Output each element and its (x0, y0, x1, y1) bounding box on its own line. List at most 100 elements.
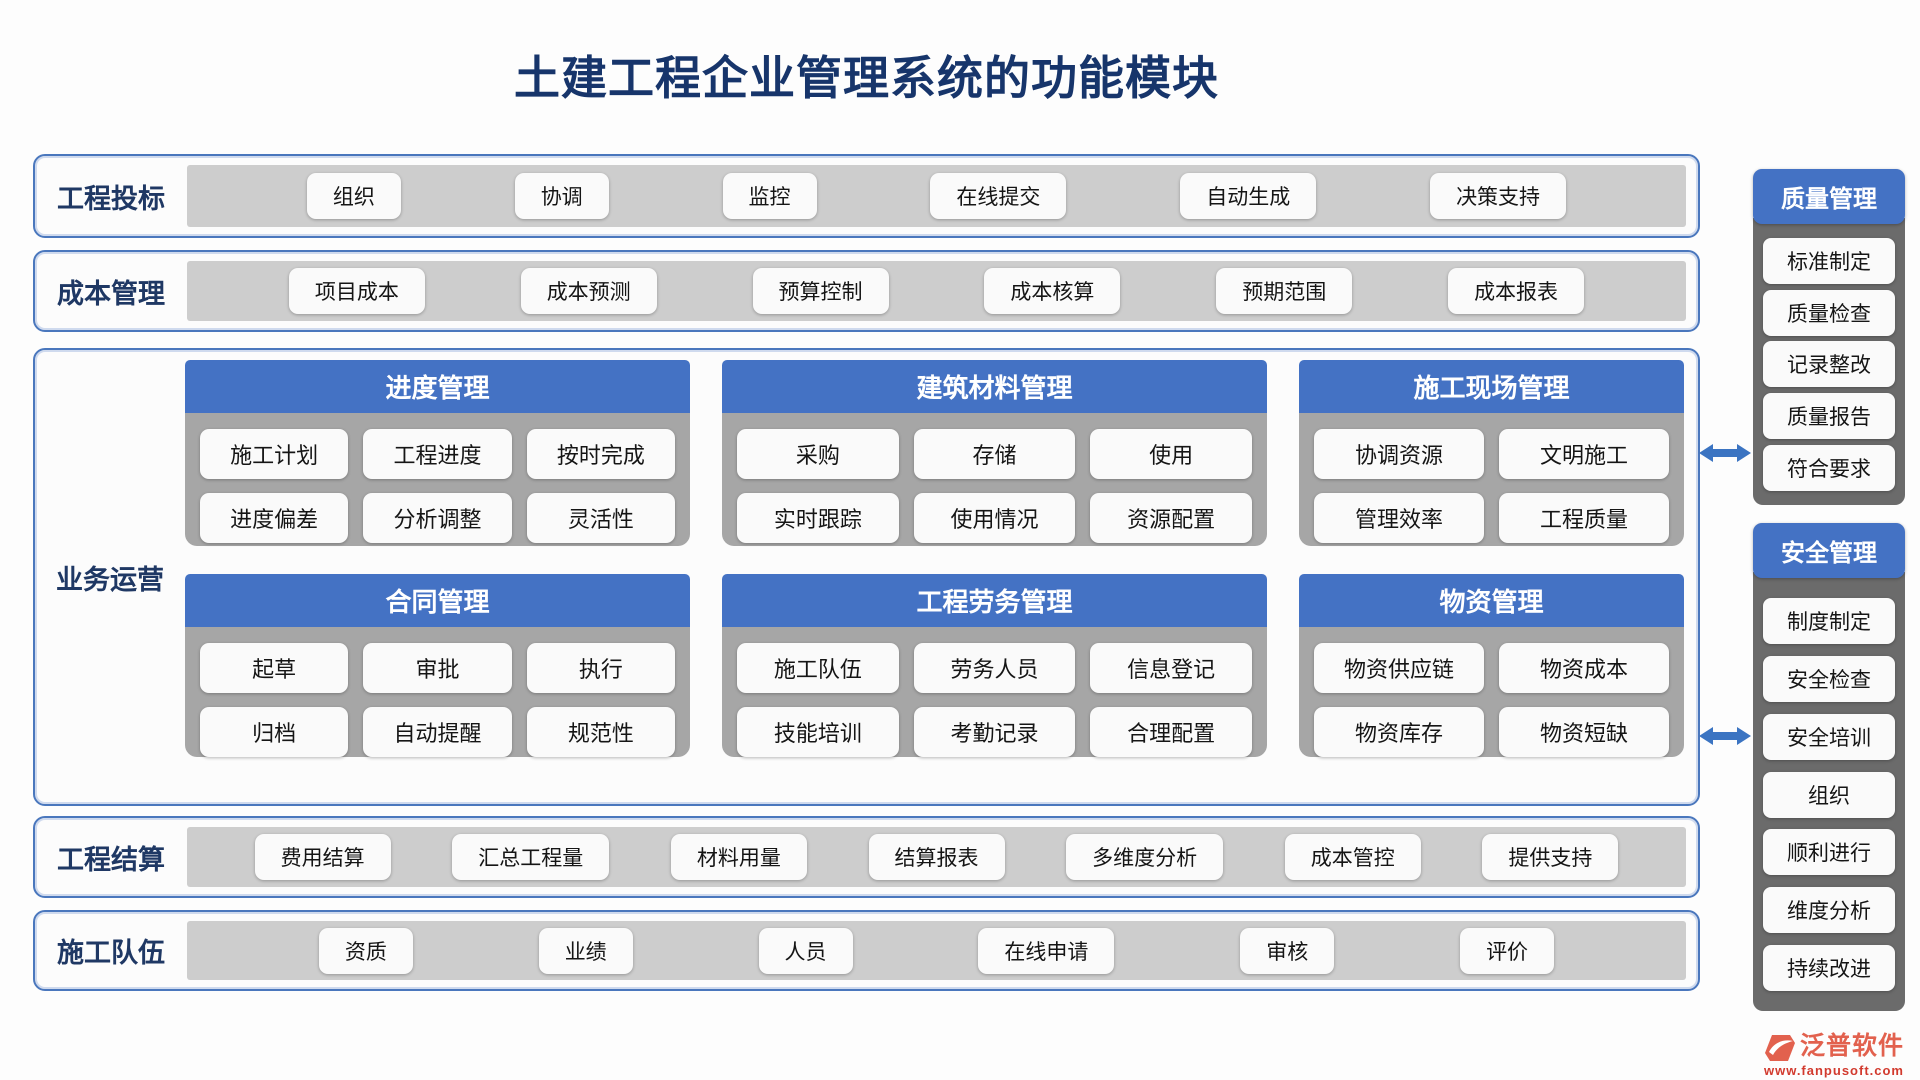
band-construction-team: 施工队伍 资质 业绩 人员 在线申请 审核 评价 (33, 910, 1700, 991)
sub-panel-body: 物资供应链物资成本物资库存物资短缺 (1299, 627, 1684, 757)
module-button: 协调 (514, 173, 609, 219)
module-button: 施工队伍 (737, 643, 899, 693)
module-button: 费用结算 (254, 834, 391, 880)
band-strip: 项目成本 成本预测 预算控制 成本核算 预期范围 成本报表 (187, 261, 1686, 321)
module-button: 资质 (318, 927, 413, 974)
brand-website: www.fanpusoft.com (1763, 1063, 1904, 1078)
module-button: 规范性 (526, 707, 675, 757)
module-button: 成本管控 (1284, 834, 1421, 880)
module-button: 起草 (200, 643, 349, 693)
module-button: 物资短缺 (1499, 707, 1669, 757)
module-button: 成本核算 (984, 268, 1121, 314)
module-button: 持续改进 (1763, 945, 1895, 992)
module-button: 考勤记录 (913, 707, 1076, 757)
module-button: 进度偏差 (200, 493, 349, 543)
module-button: 审批 (363, 643, 512, 693)
module-button: 信息登记 (1090, 643, 1252, 693)
module-button: 决策支持 (1430, 173, 1567, 219)
module-button: 存储 (913, 429, 1076, 479)
module-button: 分析调整 (363, 493, 512, 543)
module-button: 使用情况 (913, 493, 1076, 543)
module-button: 顺利进行 (1763, 829, 1895, 876)
module-button: 汇总工程量 (452, 834, 610, 880)
sidebar-title: 安全管理 (1753, 523, 1905, 578)
business-operations-panel: 业务运营 进度管理施工计划工程进度按时完成进度偏差分析调整灵活性建筑材料管理采购… (33, 348, 1700, 806)
module-button: 监控 (722, 173, 817, 219)
module-button: 人员 (758, 927, 853, 974)
module-button: 质量检查 (1763, 289, 1895, 336)
sidebar-body: 标准制定质量检查记录整改质量报告符合要求 (1753, 218, 1905, 505)
module-button: 工程进度 (363, 429, 512, 479)
module-button: 灵活性 (526, 493, 675, 543)
module-button: 工程质量 (1499, 493, 1669, 543)
sub-panel-body: 协调资源文明施工管理效率工程质量 (1299, 413, 1684, 546)
module-button: 在线申请 (978, 927, 1115, 974)
module-button: 审核 (1240, 927, 1335, 974)
module-button: 劳务人员 (913, 643, 1076, 693)
module-button: 执行 (526, 643, 675, 693)
module-button: 评价 (1460, 927, 1555, 974)
module-button: 记录整改 (1763, 341, 1895, 388)
sidebar-safety-management: 安全管理 制度制定安全检查安全培训组织顺利进行维度分析持续改进 (1753, 523, 1905, 1011)
sub-panel: 合同管理起草审批执行归档自动提醒规范性 (185, 574, 690, 757)
brand-name: 泛普软件 (1799, 1032, 1904, 1060)
module-button: 安全培训 (1763, 713, 1895, 760)
module-button: 自动提醒 (363, 707, 512, 757)
band-engineering-settlement: 工程结算 费用结算汇总工程量材料用量结算报表多维度分析成本管控提供支持 (33, 816, 1700, 898)
module-button: 文明施工 (1499, 429, 1669, 479)
module-button: 多维度分析 (1066, 834, 1224, 880)
module-button: 项目成本 (288, 268, 425, 314)
module-button: 业绩 (538, 927, 633, 974)
sub-panel-body: 施工计划工程进度按时完成进度偏差分析调整灵活性 (185, 413, 690, 546)
sub-panel-title: 物资管理 (1299, 574, 1684, 627)
band-label: 工程投标 (57, 183, 165, 214)
band-strip: 组织 协调 监控 在线提交 自动生成 决策支持 (187, 165, 1686, 227)
sub-panel: 工程劳务管理施工队伍劳务人员信息登记技能培训考勤记录合理配置 (722, 574, 1267, 757)
module-button: 制度制定 (1763, 597, 1895, 644)
sub-panel: 施工现场管理协调资源文明施工管理效率工程质量 (1299, 360, 1684, 546)
band-label: 施工队伍 (57, 938, 165, 968)
module-button: 结算报表 (868, 834, 1005, 880)
module-button: 自动生成 (1180, 173, 1317, 219)
module-button: 预算控制 (752, 268, 889, 314)
business-operations-grid: 进度管理施工计划工程进度按时完成进度偏差分析调整灵活性建筑材料管理采购存储使用实… (185, 350, 1698, 804)
module-button: 按时完成 (526, 429, 675, 479)
business-operations-label: 业务运营 (56, 564, 164, 595)
band-strip: 费用结算汇总工程量材料用量结算报表多维度分析成本管控提供支持 (187, 827, 1686, 887)
module-button: 组织 (1763, 771, 1895, 818)
module-button: 采购 (737, 429, 899, 479)
module-button: 合理配置 (1090, 707, 1252, 757)
double-arrow-icon (1699, 444, 1751, 462)
sub-panel-body: 施工队伍劳务人员信息登记技能培训考勤记录合理配置 (722, 627, 1267, 757)
module-button: 物资供应链 (1314, 643, 1484, 693)
footer-brand: 泛普软件 www.fanpusoft.com (1764, 1026, 1904, 1078)
page-title: 土建工程企业管理系统的功能模块 (514, 52, 1219, 104)
module-button: 协调资源 (1314, 429, 1484, 479)
module-button: 使用 (1090, 429, 1252, 479)
sub-panel: 建筑材料管理采购存储使用实时跟踪使用情况资源配置 (722, 360, 1267, 546)
module-button: 预期范围 (1216, 268, 1353, 314)
module-button: 资源配置 (1090, 493, 1252, 543)
module-button: 安全检查 (1763, 655, 1895, 702)
sub-panel: 进度管理施工计划工程进度按时完成进度偏差分析调整灵活性 (185, 360, 690, 546)
module-button: 标准制定 (1763, 237, 1895, 284)
sub-panel-body: 采购存储使用实时跟踪使用情况资源配置 (722, 413, 1267, 546)
module-button: 材料用量 (670, 834, 807, 880)
module-button: 组织 (306, 173, 401, 219)
sub-panel-title: 施工现场管理 (1299, 360, 1684, 413)
module-button: 成本报表 (1448, 268, 1585, 314)
sub-panel-title: 合同管理 (185, 574, 690, 627)
sub-panel-body: 起草审批执行归档自动提醒规范性 (185, 627, 690, 757)
module-button: 归档 (200, 707, 349, 757)
module-button: 实时跟踪 (737, 493, 899, 543)
module-button: 质量报告 (1763, 393, 1895, 440)
sub-panel-title: 进度管理 (185, 360, 690, 413)
band-label: 成本管理 (57, 278, 165, 309)
band-label: 工程结算 (57, 844, 165, 875)
module-button: 成本预测 (520, 268, 657, 314)
band-cost-management: 成本管理 项目成本 成本预测 预算控制 成本核算 预期范围 成本报表 (33, 250, 1700, 332)
double-arrow-icon (1699, 727, 1751, 745)
module-button: 在线提交 (930, 173, 1067, 219)
module-button: 施工计划 (200, 429, 349, 479)
